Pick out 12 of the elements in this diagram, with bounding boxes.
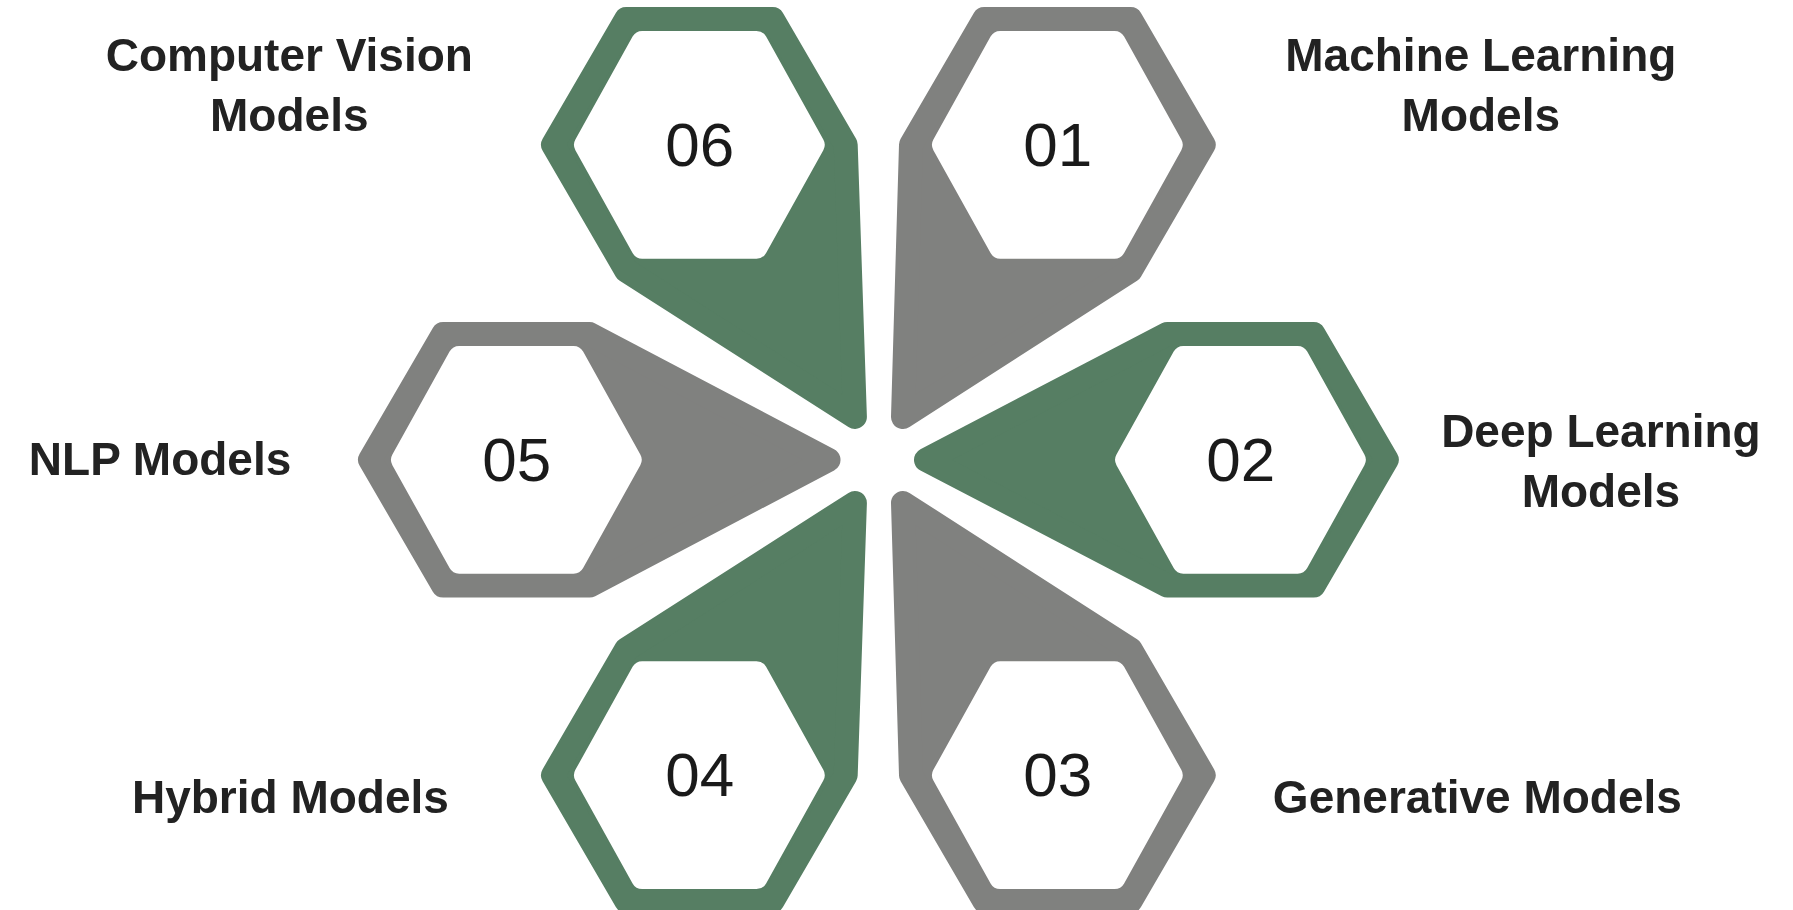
step-number: 04 — [665, 744, 735, 807]
category-label: NLP Models — [27, 431, 293, 487]
step-number: 05 — [482, 428, 552, 491]
step-number: 02 — [1206, 428, 1276, 491]
category-label: Deep Learning Models — [1440, 404, 1762, 519]
category-label: Machine Learning Models — [1284, 27, 1678, 143]
step-number: 06 — [665, 114, 735, 177]
category-label: Computer Vision Models — [104, 27, 474, 143]
category-label: Hybrid Models — [130, 770, 450, 826]
step-number: 03 — [1023, 744, 1093, 807]
category-label: Generative Models — [1271, 770, 1683, 826]
step-number: 01 — [1023, 114, 1093, 177]
